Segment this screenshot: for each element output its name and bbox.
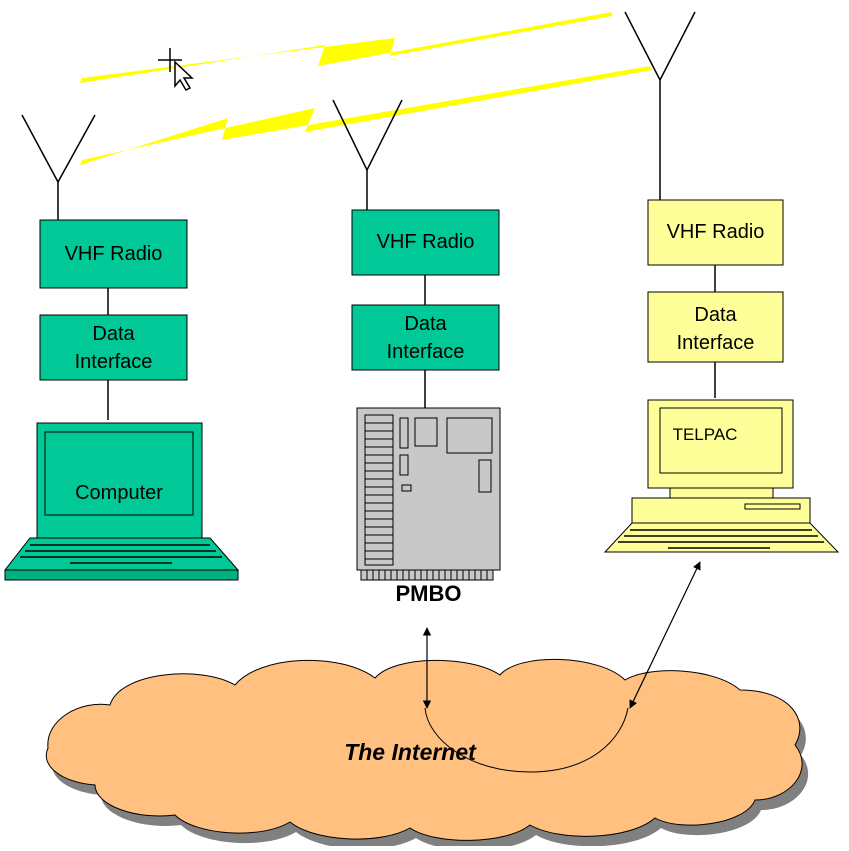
data-interface-label-2b: Interface: [386, 341, 465, 363]
vhf-radio-box-1: [39, 219, 188, 289]
connection-arrows: [422, 561, 701, 709]
lightning-icon: [80, 12, 652, 165]
desktop-computer-icon: [603, 399, 840, 553]
telpac-label: TELPAC: [672, 425, 738, 444]
cloud-icon: [45, 658, 803, 841]
pmbo-label: PMBO: [395, 581, 462, 606]
server-board-icon: [356, 407, 501, 581]
data-interface-box-1: [39, 314, 188, 381]
move-cursor-icon: [158, 48, 194, 91]
vhf-radio-label-2: VHF Radio: [376, 231, 475, 253]
data-interface-box-3: [647, 291, 784, 363]
data-interface-label-3b: Interface: [676, 332, 755, 354]
data-interface-label-1a: Data: [92, 323, 135, 345]
internet-label: The Internet: [344, 739, 476, 765]
vhf-radio-label-3: VHF Radio: [666, 221, 765, 243]
laptop-icon: [3, 422, 240, 581]
computer-label: Computer: [75, 482, 163, 504]
data-interface-box-2: [351, 304, 500, 371]
data-interface-label-1b: Interface: [74, 351, 153, 373]
vhf-radio-box-2: [351, 209, 500, 276]
data-interface-label-2a: Data: [404, 313, 447, 335]
data-interface-label-3a: Data: [694, 304, 737, 326]
vhf-radio-box-3: [647, 199, 784, 266]
antenna-icon: [21, 11, 696, 220]
vhf-radio-label-1: VHF Radio: [64, 243, 163, 265]
